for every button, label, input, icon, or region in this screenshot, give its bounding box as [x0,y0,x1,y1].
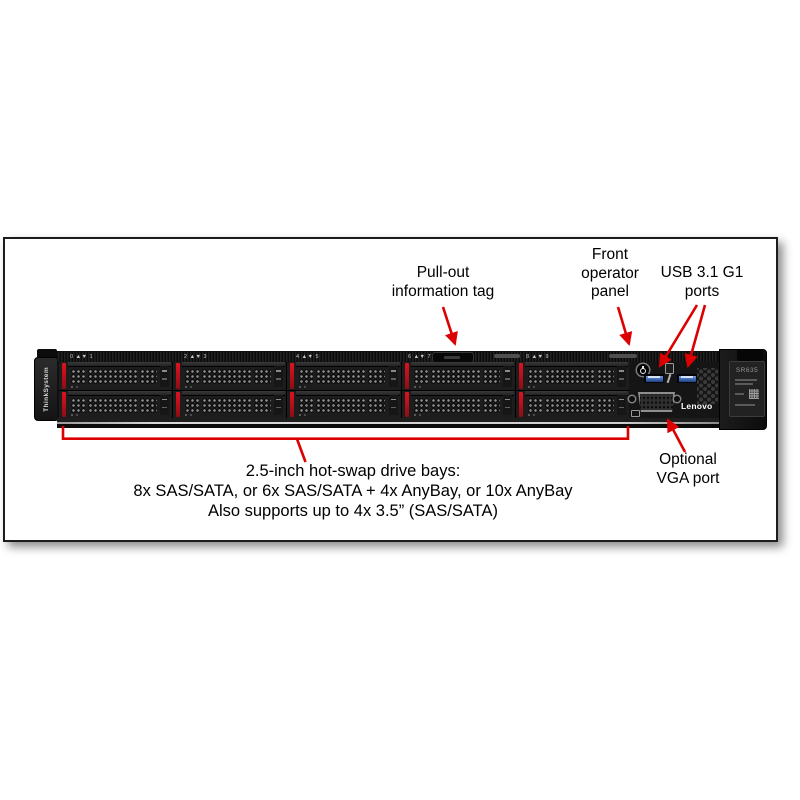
drive-status-leds [299,414,308,416]
label-line: 2.5-inch hot-swap drive bays: [245,462,461,480]
drive-status-leds [527,414,536,416]
tray-release-latch [518,391,523,417]
bay-number-label: 6 ▲▼ 7 [408,354,432,360]
drive-status-leds [71,385,79,388]
drive-status-leds [71,414,79,416]
drive-tray [401,362,515,390]
label-drive-bays: 2.5-inch hot-swap drive bays: 8x SAS/SAT… [93,461,613,521]
drive-status-leds [299,385,308,388]
chassis-bottom-rail [57,422,719,424]
bezel-handle-strip [494,354,520,358]
drive-status-leds [413,414,422,416]
label-line: information tag [391,282,495,300]
tray-release-latch [290,391,295,417]
label-line: ports [684,282,720,300]
chassis-bottom [57,418,719,423]
model-pull-out-tag: SR635 [729,361,765,417]
bay-number-label: 8 ▲▼ 9 [526,354,550,360]
label-line: Optional [659,451,717,468]
drive-tray [287,362,401,390]
vga-screw-icon [674,396,680,402]
usb-port-icon [644,374,664,383]
usb-management-icon [665,363,674,374]
vga-screw-icon [629,396,635,402]
drive-tray [173,362,287,390]
label-line: Front [591,246,629,263]
label-line: panel [591,283,629,300]
label-line: Pull-out [416,264,470,281]
qr-code-icon [749,389,759,399]
drive-tray [287,390,401,418]
tray-release-latch [176,363,181,389]
tray-release-latch [62,363,66,389]
label-pull-out-tag: Pull-out information tag [363,264,523,301]
bezel-handle-strip [609,354,637,358]
drive-tray [515,390,629,418]
tray-release-latch [62,391,66,417]
drive-status-leds [185,385,194,388]
tray-release-latch [176,391,181,417]
label-front-operator-panel: Front operator panel [570,246,650,302]
label-line: 8x SAS/SATA, or 6x SAS/SATA + 4x AnyBay,… [133,482,573,500]
drive-tray [515,362,629,390]
drive-tray [173,390,287,418]
bay-number-label: 2 ▲▼ 3 [184,354,208,360]
label-line: operator [581,264,639,282]
drive-status-leds [185,414,194,416]
chassis-bottom-edge [57,424,719,428]
bay-number-label: 4 ▲▼ 5 [296,354,320,360]
tray-release-latch [290,363,295,389]
tray-release-latch [404,363,409,389]
label-usb-ports: USB 3.1 G1 ports [647,264,757,301]
vga-port-icon [638,392,675,412]
drive-tray [401,390,515,418]
drive-bay-grid [59,362,629,418]
label-line: VGA port [656,469,720,487]
lenovo-logo: Lenovo [681,401,713,411]
drive-tray [59,362,173,390]
tray-release-latch [518,363,523,389]
label-vga-port: Optional VGA port [633,451,743,488]
left-rack-ear: ThinkSystem [34,357,59,421]
model-number: SR635 [735,367,759,374]
usb-port-icon [677,374,697,383]
thinksystem-brand-text: ThinkSystem [43,366,50,412]
display-icon [631,410,640,417]
honeycomb-vent [697,368,718,404]
tray-release-latch [404,391,409,417]
label-line: USB 3.1 G1 [660,264,744,281]
power-button-icon [637,364,649,376]
right-ear-latch [737,350,763,363]
label-line: Also supports up to 4x 3.5” (SAS/SATA) [207,502,499,520]
bay-number-label: 0 ▲▼ 1 [70,354,94,360]
drive-tray [59,390,173,418]
drive-status-leds [527,385,536,388]
drive-status-leds [413,385,422,388]
